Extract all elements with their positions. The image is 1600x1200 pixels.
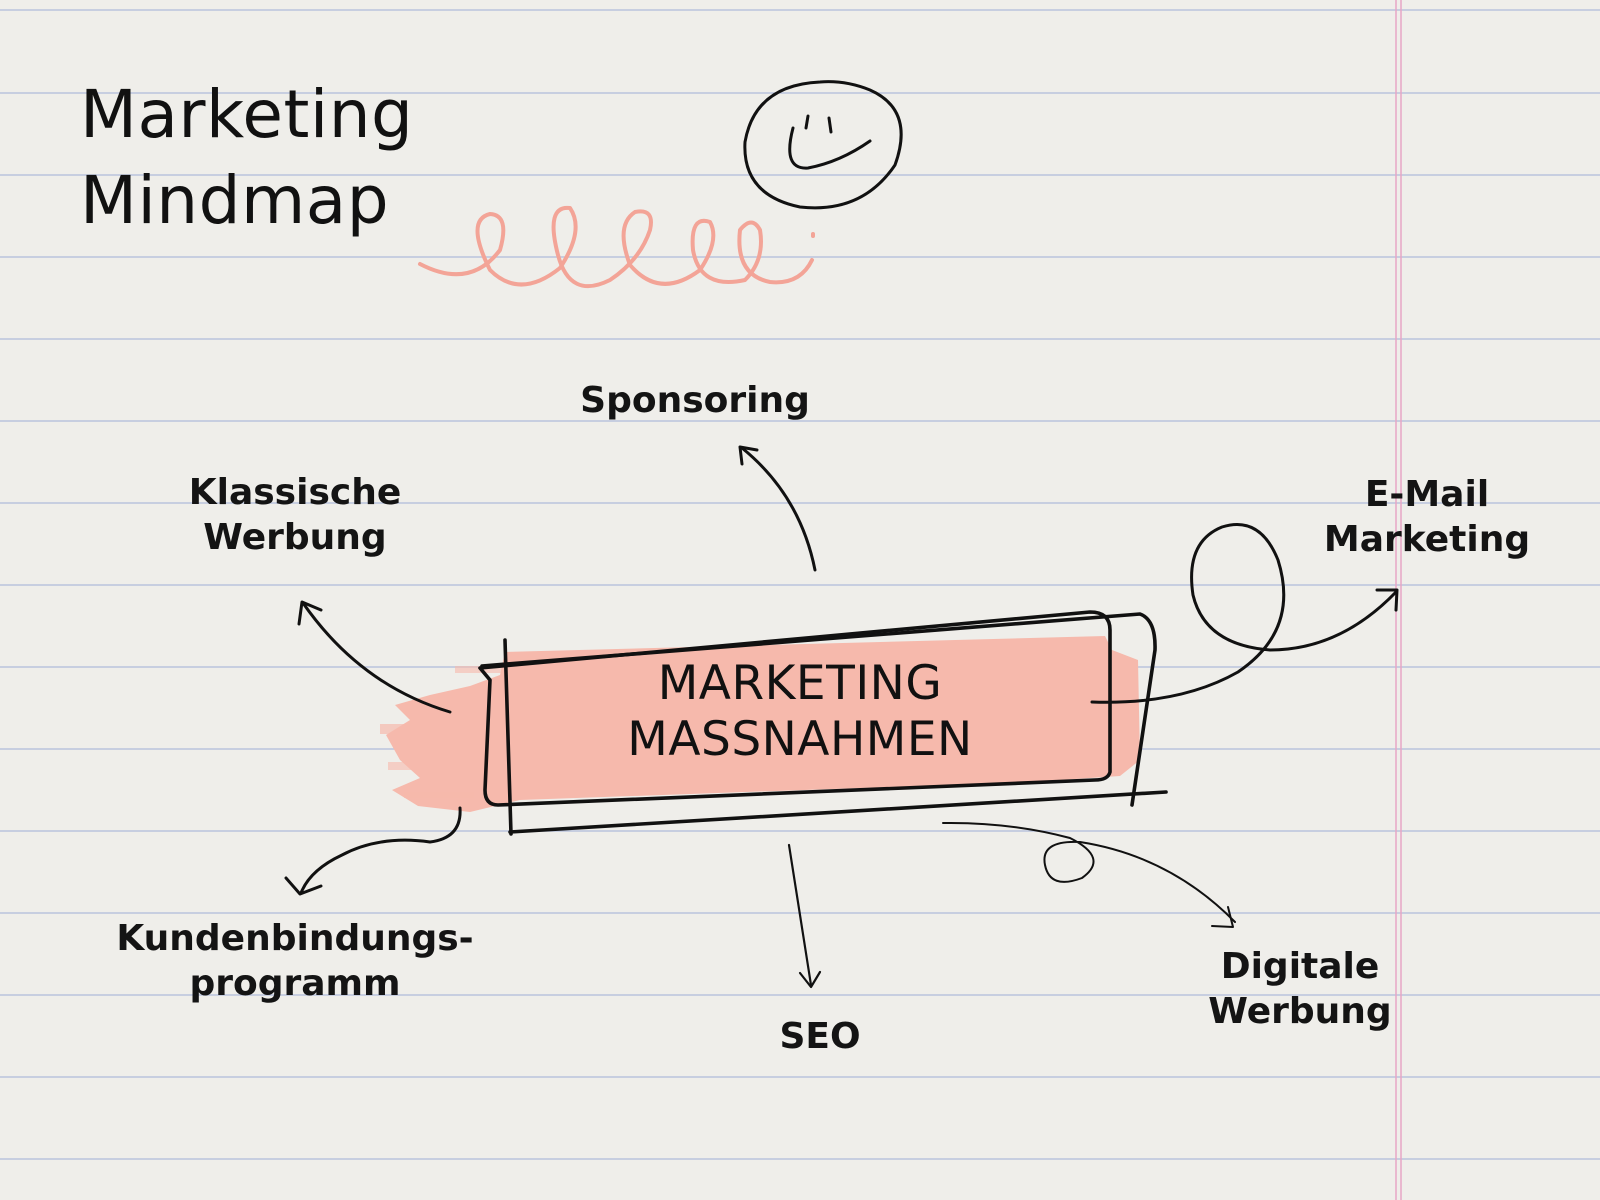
arrow-to-sponsoring (740, 446, 817, 572)
page-title-line-1: Marketing (80, 76, 414, 153)
node-klassische-werbung-line-1: Klassische (188, 472, 402, 513)
smiley-doodle-icon (743, 80, 903, 210)
arrow-to-kundenbindungsprogramm (299, 806, 462, 895)
arrow-to-seo (787, 843, 813, 987)
node-digitale-werbung-line-2: Werbung (1208, 991, 1392, 1032)
arrow-to-email-marketing (1090, 522, 1398, 704)
page-title: Marketing Mindmap (80, 72, 413, 244)
node-kundenbindungsprogramm-line-1: Kundenbindungs- (116, 918, 474, 959)
ruled-lines (0, 9, 1600, 1160)
page-title-line-2: Mindmap (80, 162, 390, 239)
arrow-to-klassische-werbung (301, 601, 452, 714)
center-node: MARKETING MASSNAHMEN (540, 656, 1060, 768)
center-node-line-2: MASSNAHMEN (627, 712, 973, 767)
center-node-line-1: MARKETING (657, 656, 943, 711)
node-seo: SEO (720, 1014, 920, 1059)
node-seo-label: SEO (779, 1016, 861, 1057)
squiggle-doodle-icon (418, 205, 815, 289)
node-email-marketing: E-Mail Marketing (1292, 472, 1562, 562)
node-klassische-werbung-line-2: Werbung (203, 517, 387, 558)
node-email-marketing-line-1: E-Mail (1364, 474, 1490, 515)
node-klassische-werbung: Klassische Werbung (160, 470, 430, 560)
node-kundenbindungsprogramm-line-2: programm (189, 963, 401, 1004)
node-email-marketing-line-2: Marketing (1323, 519, 1531, 560)
node-digitale-werbung: Digitale Werbung (1170, 944, 1430, 1034)
arrow-to-digitale-werbung (942, 821, 1236, 923)
connector-arrows (284, 445, 1399, 989)
node-kundenbindungsprogramm: Kundenbindungs- programm (110, 916, 480, 1006)
node-sponsoring: Sponsoring (560, 378, 830, 423)
node-sponsoring-label: Sponsoring (580, 380, 810, 421)
node-digitale-werbung-line-1: Digitale (1220, 946, 1380, 987)
center-box-outline (478, 610, 1168, 836)
